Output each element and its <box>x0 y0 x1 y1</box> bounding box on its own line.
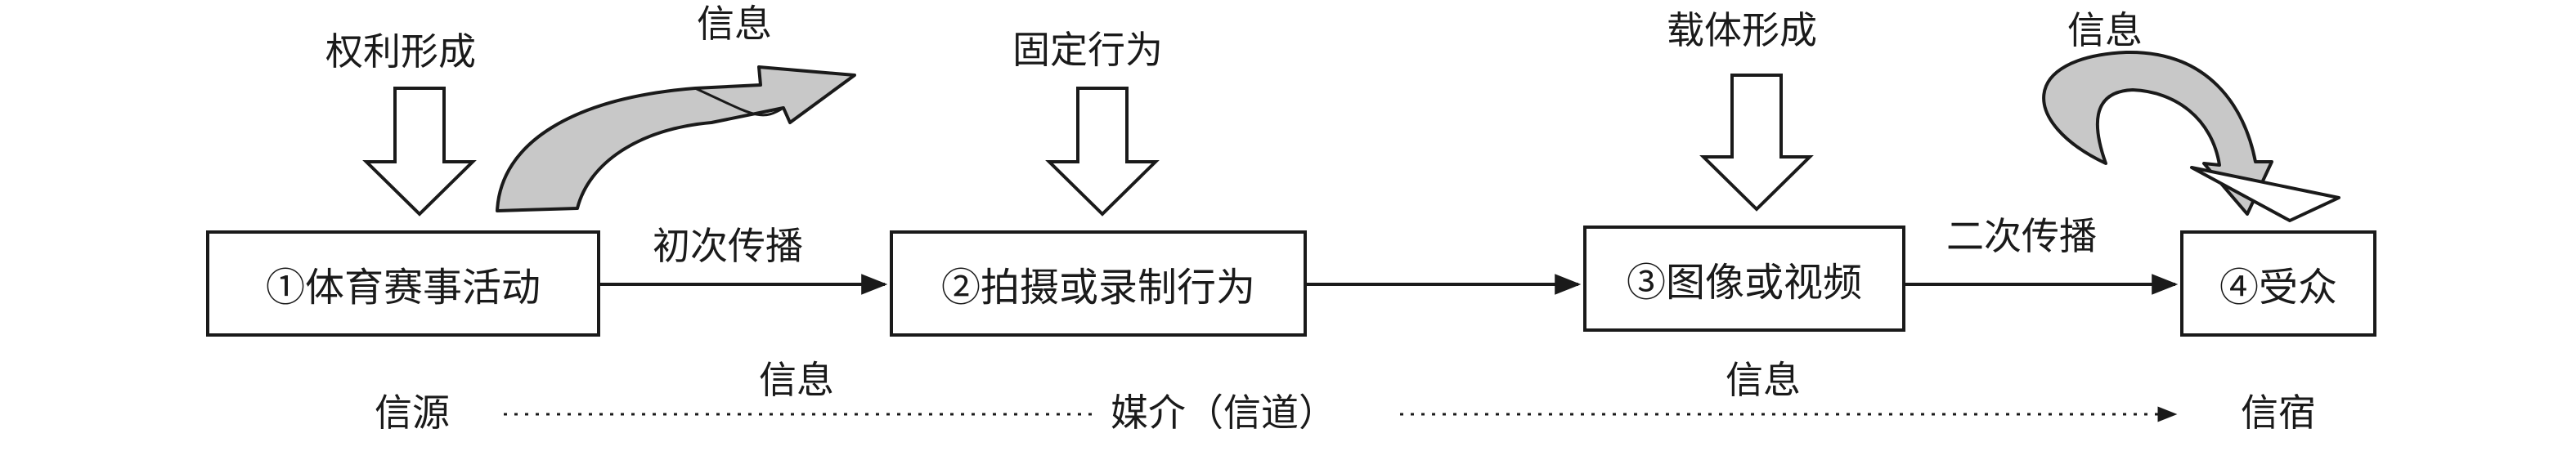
node-sports-event: ①体育赛事活动 <box>206 230 600 337</box>
down-arrow-carrier <box>1699 74 1814 212</box>
label-information-source: 信源 <box>375 391 450 435</box>
node-recording-label: ②拍摄或录制行为 <box>940 265 1255 310</box>
label-medium-channel: 媒介（信道） <box>1111 391 1336 435</box>
label-information-sink: 信宿 <box>2241 391 2316 435</box>
label-info-bottom-right: 信息 <box>1726 358 1801 402</box>
label-rights-formation: 权利形成 <box>325 29 476 74</box>
curved-arrow-info-right-head <box>2190 166 2340 222</box>
node-image-video: ③图像或视频 <box>1583 226 1905 332</box>
label-first-dissemination: 初次传播 <box>653 224 803 268</box>
label-carrier-formation: 载体形成 <box>1667 8 1817 52</box>
node-audience-label: ④受众 <box>2219 265 2337 310</box>
label-info-bottom-left: 信息 <box>759 358 834 402</box>
node-recording: ②拍摄或录制行为 <box>890 230 1307 337</box>
down-arrow-rights <box>362 87 477 217</box>
curved-arrow-info-left <box>496 65 856 212</box>
label-info-top-right: 信息 <box>2067 8 2143 52</box>
label-fixation: 固定行为 <box>1012 28 1163 72</box>
label-second-dissemination: 二次传播 <box>1946 214 2097 258</box>
down-arrow-fixed <box>1045 87 1160 217</box>
node-sports-event-label: ①体育赛事活动 <box>265 265 541 310</box>
node-image-video-label: ③图像或视频 <box>1626 260 1862 306</box>
label-info-top-left: 信息 <box>697 2 772 46</box>
node-audience: ④受众 <box>2180 230 2376 337</box>
